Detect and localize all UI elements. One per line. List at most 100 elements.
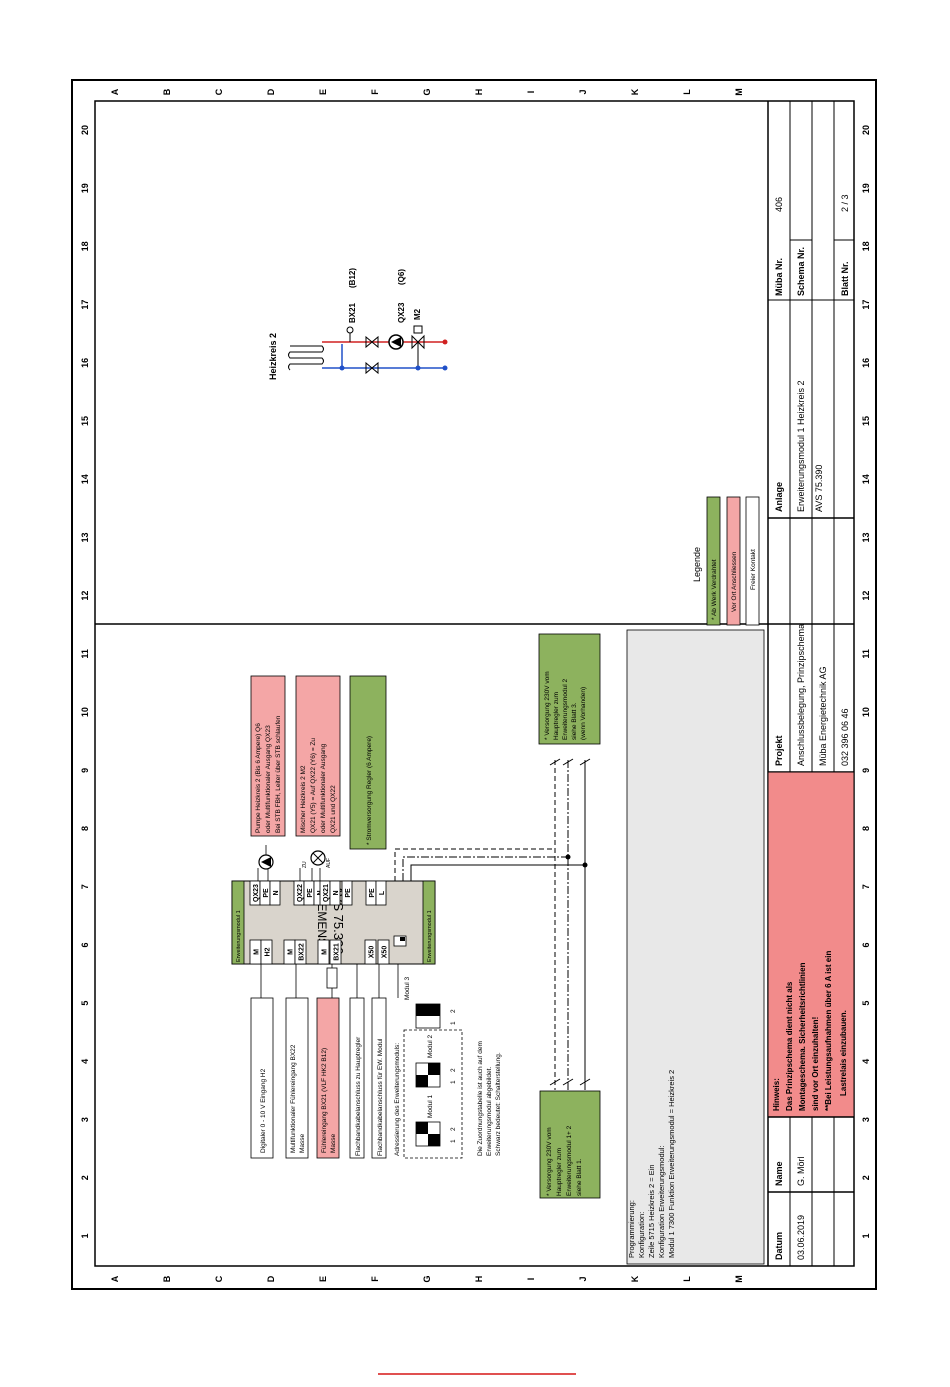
grid-column-label: 18: [861, 241, 871, 251]
dip-number: 2: [450, 1127, 457, 1131]
dip-number: 1: [450, 1080, 457, 1084]
dip-number: 1: [450, 1139, 457, 1143]
programming-line: Zeile 5715 Heizkreis 2 = Ein: [647, 1164, 656, 1258]
programming-line: Modul 1 7300 Funktion Erweiterungsmodul …: [667, 1070, 676, 1258]
grid-column-label: 4: [80, 1059, 90, 1064]
grid-column-label: 19: [861, 183, 871, 193]
terminal-block: [364, 939, 377, 965]
grid-row-label: J: [578, 1276, 588, 1281]
grid-row-label: D: [266, 1275, 276, 1282]
bx21-label: BX21: [348, 302, 357, 323]
grid-column-label: 11: [80, 649, 90, 659]
grid-column-label: 10: [861, 707, 871, 717]
supply-right-line: (wenn Vorhanden): [580, 687, 587, 740]
dip-number: 1: [450, 1021, 457, 1025]
grid-column-label: 1: [80, 1233, 90, 1238]
tb-anlage: AVS 75.390: [814, 465, 824, 512]
grid-column-label: 6: [80, 942, 90, 947]
dip-module1-label: Modul 1: [427, 1094, 434, 1118]
legend-item-free-contact: Freier Kontakt: [750, 549, 757, 590]
programming-box: [626, 629, 765, 1265]
grid-column-label: 3: [861, 1117, 871, 1122]
right-wires: [257, 868, 321, 881]
grid-row-label: B: [162, 88, 172, 95]
grid-column-label: 16: [80, 358, 90, 368]
grid-row-label: B: [162, 1275, 172, 1282]
tb-anlage: Erweiterungsmodul 1 Heizkreis 2: [796, 380, 806, 512]
mixer-label-2: QX21 (Y5) = Auf QX22 (Y6) = Zu: [310, 738, 317, 833]
mapping-note-3: Schwarz bedeutet: Schalterstellung.: [495, 1052, 502, 1156]
supply-right-box: [538, 633, 601, 745]
supply-right-line: * Versorgung 230V vom: [544, 671, 551, 740]
power-label: * Stromversorgung Regler (6 Ampere): [366, 736, 373, 845]
grid-column-label: 8: [80, 826, 90, 831]
grid-row-label: H: [474, 1276, 484, 1283]
grid-column-label: 13: [80, 532, 90, 542]
qx23-label: QX23: [397, 302, 406, 323]
grid-row-label: D: [266, 88, 276, 95]
resistor-icon: [326, 967, 338, 989]
b12-label: (B12): [348, 268, 357, 288]
terminal-label: QX21: [323, 884, 330, 902]
terminal-label: L: [379, 890, 386, 895]
terminal-block: [260, 939, 273, 965]
grid-column-label: 2: [80, 1175, 90, 1180]
grid-row-label: F: [370, 89, 380, 95]
grid-column-label: 8: [861, 826, 871, 831]
grid-column-label: 10: [80, 707, 90, 717]
terminal-label: BX22: [299, 943, 306, 961]
terminal-block: [377, 939, 390, 965]
grid-column-label: 12: [80, 591, 90, 601]
inner-frame: [94, 100, 855, 1267]
programming-line: Programmierung:: [627, 1200, 636, 1258]
mixer-label-3: oder Multifunktionaler Ausgang: [320, 743, 327, 833]
terminal-label: PE: [369, 888, 376, 898]
dip-module2-label: Modul 2: [427, 1034, 434, 1058]
grid-column-label: 16: [861, 358, 871, 368]
grid-column-label: 5: [80, 1001, 90, 1006]
grid-row-label: A: [110, 1275, 120, 1282]
outer-frame: [71, 79, 877, 1290]
address-dashed-box: [403, 1029, 463, 1159]
grid-column-label: 17: [80, 300, 90, 310]
grid-column-label: 9: [80, 768, 90, 773]
grid-column-label: 9: [861, 768, 871, 773]
terminal-label: X50: [382, 946, 389, 959]
dip-number: 2: [450, 1009, 457, 1013]
power-box: [349, 675, 387, 850]
ribbon-ext-label: Flachbandkabelanschluss für EW. Modul: [377, 1038, 384, 1156]
module-brand: SIEMENS: [315, 892, 329, 946]
grid-column-label: 18: [80, 241, 90, 251]
bx22-label-1: Multifunktionaler Fühlereingang BX22: [290, 1044, 297, 1153]
grid-column-label: 7: [861, 884, 871, 889]
hydraulic-title: Heizkreis 2: [268, 333, 278, 380]
module-side-label-bg-top: [231, 880, 245, 965]
legend-title: Legende: [692, 547, 702, 582]
module-side-label-top: Erweiterungsmodul 1: [236, 910, 242, 962]
tb-hinweis: Hinweis:: [772, 1078, 781, 1111]
terminal-label: QX22: [297, 884, 304, 902]
dip-module3-label: Modul 3: [404, 976, 411, 1000]
grid-row-label: C: [214, 1275, 224, 1282]
title-block: [767, 101, 855, 1266]
tb-projekt: Anschlussbelegung, Prinzipschema: [796, 624, 806, 766]
pump-box: [250, 675, 286, 837]
q6-label: (Q6): [397, 269, 406, 285]
grid-row-label: K: [630, 88, 640, 95]
terminal-block: [329, 939, 342, 965]
grid-column-label: 12: [861, 591, 871, 601]
bx21-label-2: Masse: [330, 1133, 337, 1153]
programming-line: Konfiguration Erweiterungsmodul:: [657, 1145, 666, 1258]
mixer-actuator-icon: [413, 325, 423, 334]
tb-hinweis: Das Prinzipschema dient nicht als: [785, 981, 794, 1111]
tb-datum: 03.06.2019: [796, 1215, 806, 1260]
grid-column-label: 5: [861, 1001, 871, 1006]
grid-column-label: 11: [861, 649, 871, 659]
grid-row-label: A: [110, 88, 120, 95]
tb-mueba-nr-label: Müba Nr.: [774, 258, 784, 296]
h2-input-label: Digitaler 0 - 10 V Eingang H2: [260, 1068, 267, 1153]
terminal-block: [317, 939, 330, 965]
grid-row-label: I: [526, 91, 536, 94]
terminal-block: [269, 880, 281, 906]
